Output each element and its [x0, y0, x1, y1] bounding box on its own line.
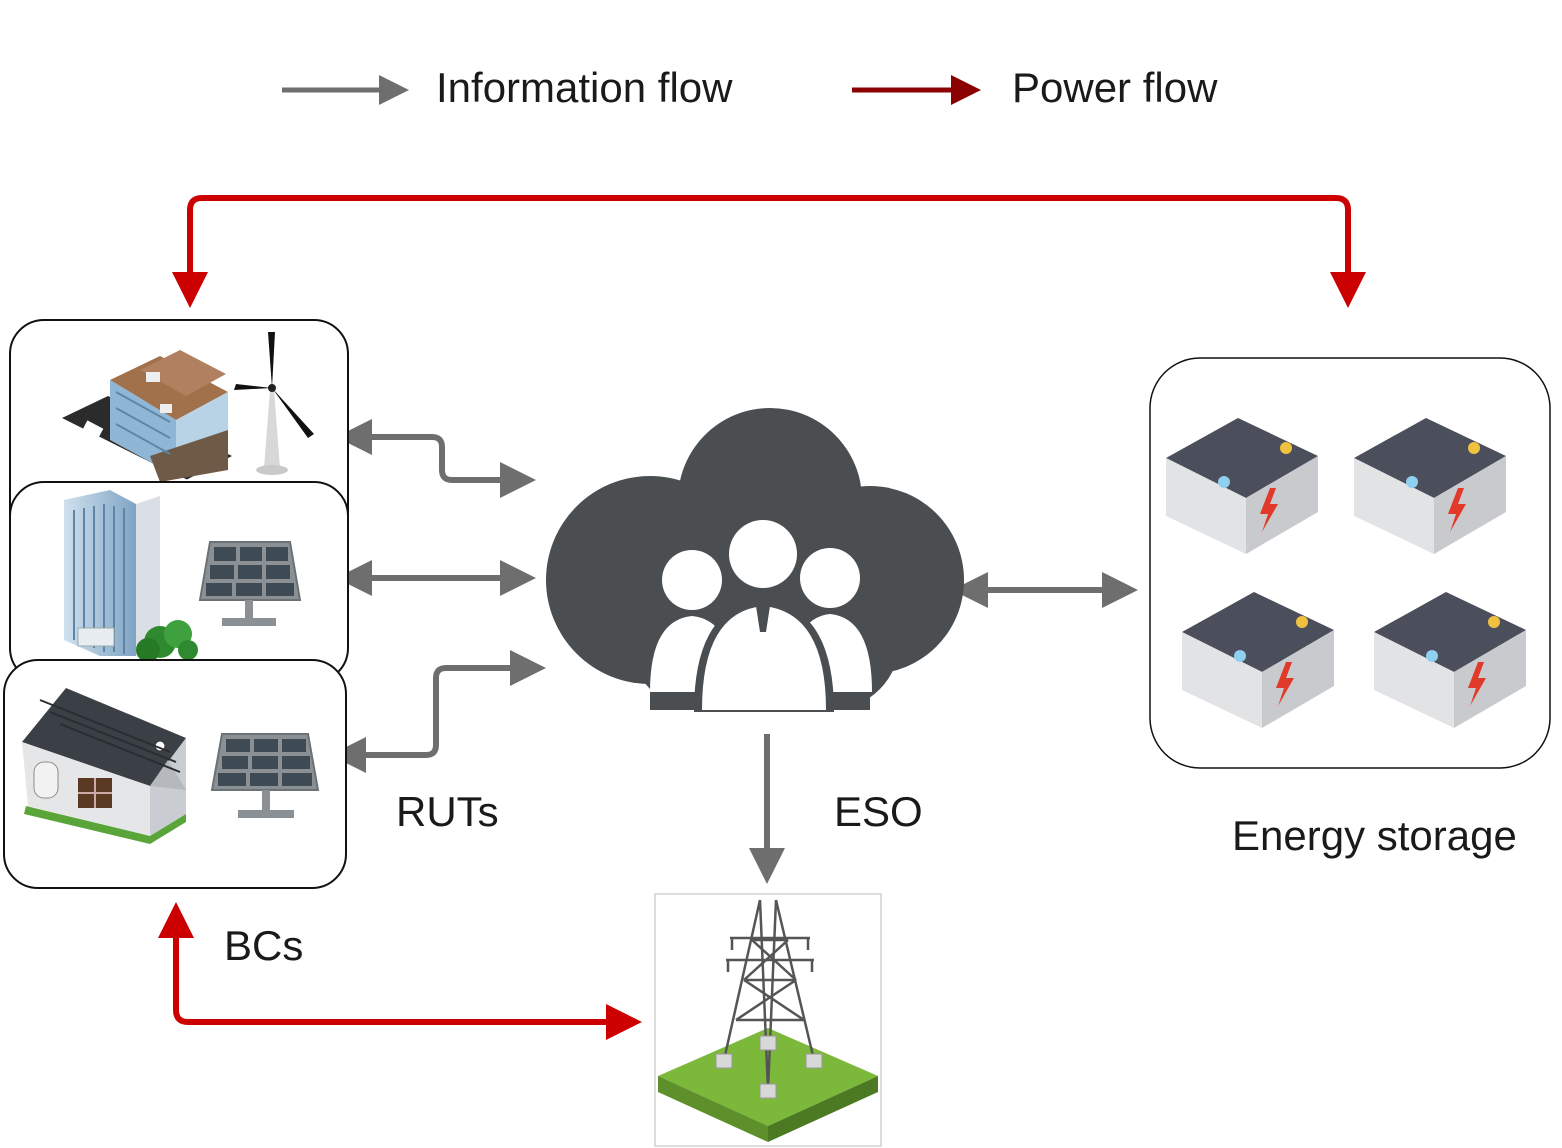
energy-storage-label: Energy storage	[1232, 812, 1517, 859]
power-flow-connectors	[158, 195, 1366, 1040]
solar-panel-icon	[210, 733, 320, 818]
prosumer-box-2	[9, 481, 349, 683]
power-flow-label: Power flow	[1012, 64, 1218, 111]
battery-icon	[1374, 592, 1526, 728]
wind-turbine-icon	[234, 332, 314, 475]
cloud-people-icon	[546, 408, 964, 712]
legend: Information flow Power flow	[282, 64, 1218, 111]
solar-panel-icon	[198, 541, 302, 626]
info-link-rut1	[336, 419, 536, 498]
office-tower-icon	[64, 490, 198, 662]
info-link-rut3	[330, 650, 546, 773]
bcs-label: BCs	[224, 922, 303, 969]
house-icon	[22, 688, 186, 844]
battery-icon	[1182, 592, 1334, 728]
information-flow-label: Information flow	[436, 64, 733, 111]
prosumer-box-3	[3, 659, 347, 889]
ruts-label: RUTs	[396, 788, 499, 835]
energy-storage-box	[1149, 357, 1551, 769]
eso-label: ESO	[834, 788, 923, 835]
power-link-top	[187, 195, 1366, 308]
information-flow-connectors	[330, 419, 1138, 884]
commercial-building-icon	[62, 350, 232, 483]
power-link-bottom	[173, 908, 642, 1040]
battery-icon	[1354, 418, 1506, 554]
grid-box	[654, 893, 882, 1147]
transmission-tower-icon	[658, 899, 878, 1142]
battery-icon	[1166, 418, 1318, 554]
